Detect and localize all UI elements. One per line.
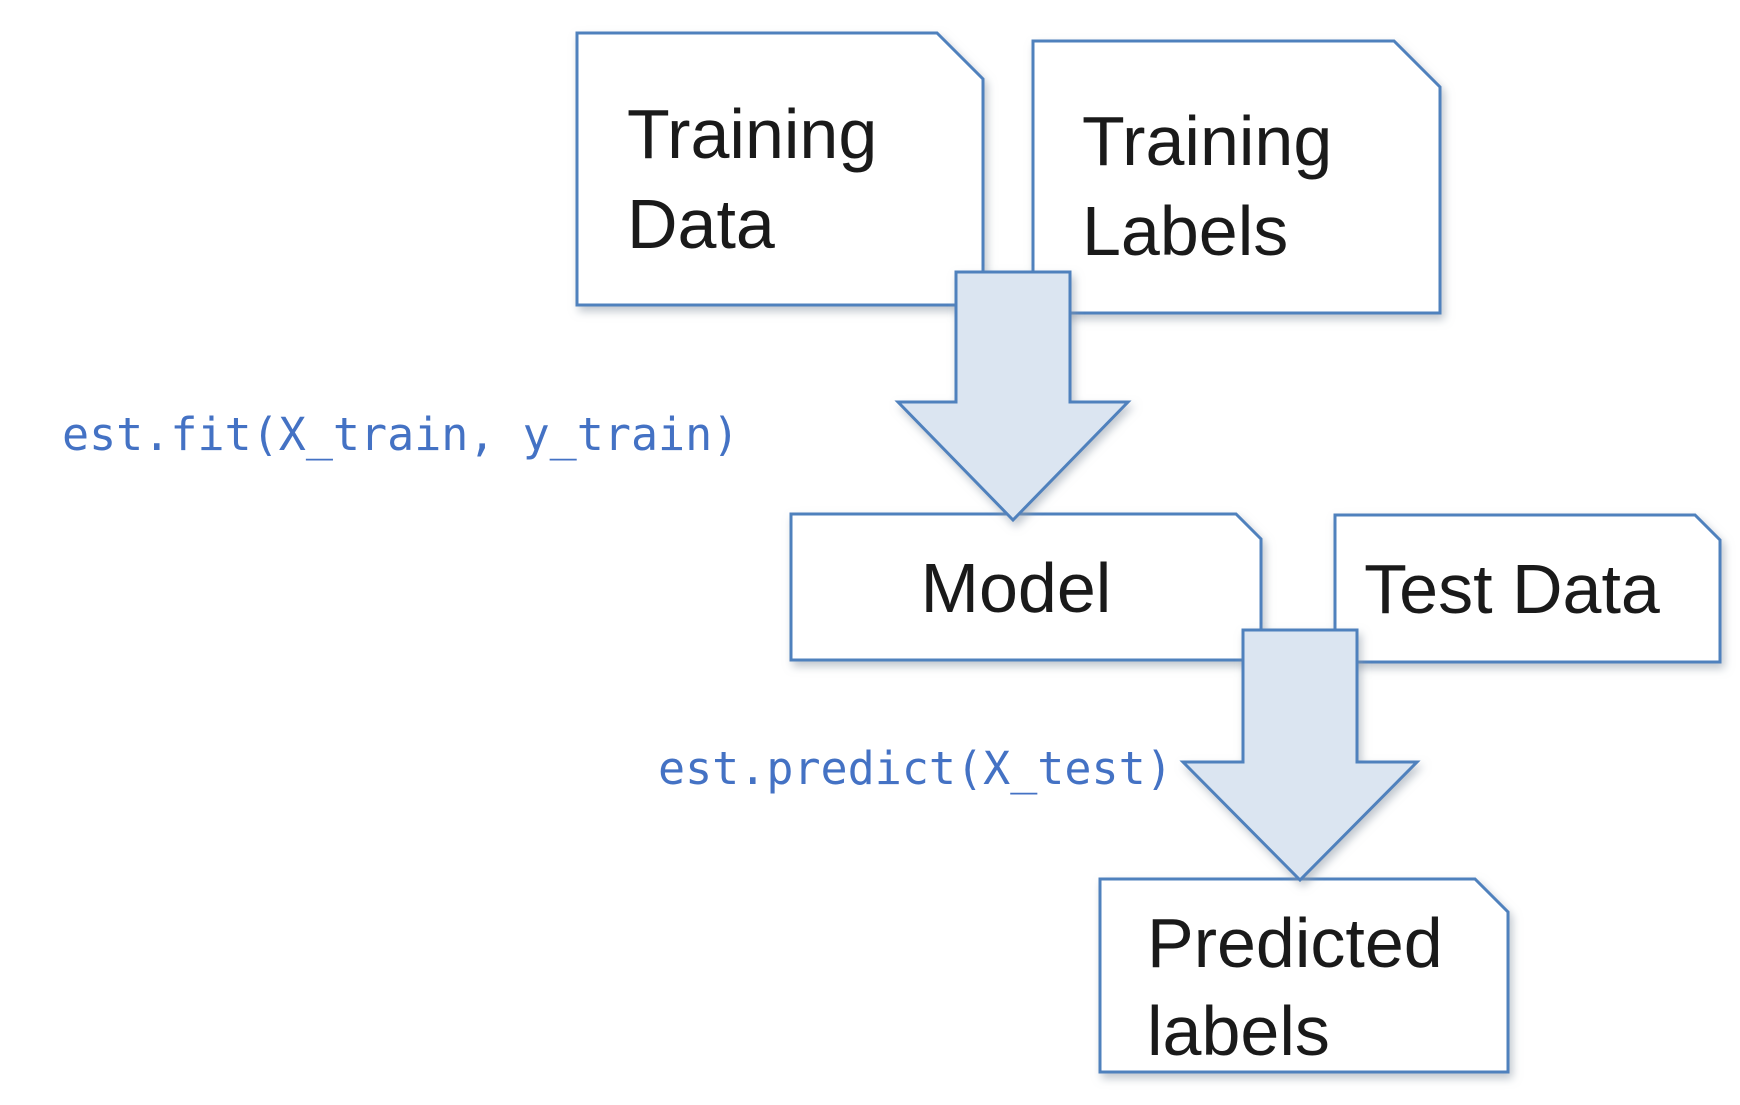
- training-labels-box: Training Labels: [1031, 39, 1442, 315]
- predict-down-arrow-icon: [1179, 628, 1421, 883]
- predict-code-label: est.predict(X_test): [658, 742, 1173, 795]
- fit-down-arrow-icon: [894, 270, 1132, 523]
- predicted-labels-label-line2: labels: [1147, 992, 1330, 1070]
- training-labels-label-line2: Labels: [1082, 192, 1288, 270]
- test-data-label: Test Data: [1364, 550, 1660, 628]
- training-data-label-line2: Data: [627, 185, 775, 263]
- fit-code-label: est.fit(X_train, y_train): [62, 408, 739, 461]
- model-box: Model: [789, 512, 1263, 662]
- training-data-box: Training Data: [575, 31, 985, 307]
- training-data-shape: [575, 31, 985, 307]
- model-label: Model: [921, 549, 1112, 627]
- predicted-labels-label-line1: Predicted: [1147, 904, 1443, 982]
- training-labels-shape: [1031, 39, 1442, 315]
- predicted-labels-shape: [1098, 877, 1510, 1074]
- training-data-label-line1: Training: [627, 95, 877, 173]
- training-labels-label-line1: Training: [1082, 102, 1332, 180]
- model-shape: [789, 512, 1263, 662]
- test-data-box: Test Data: [1333, 513, 1722, 664]
- predicted-labels-box: Predicted labels: [1098, 877, 1510, 1074]
